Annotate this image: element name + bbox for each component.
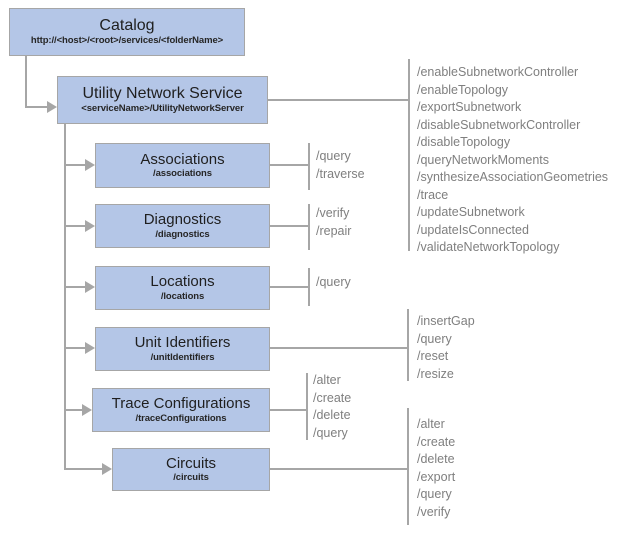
connector-unit-identifiers-to-operations bbox=[270, 347, 407, 349]
operation-item: /query bbox=[417, 331, 452, 346]
node-title: Associations bbox=[140, 150, 225, 168]
node-title: Diagnostics bbox=[143, 211, 222, 229]
connector-branch-locations bbox=[64, 286, 86, 288]
operation-item: /delete bbox=[417, 452, 455, 466]
node-title: Locations bbox=[150, 273, 215, 291]
operation-item: /disableTopology bbox=[417, 135, 511, 149]
node-title: Utility Network Service bbox=[82, 84, 243, 102]
operation-item: /delete bbox=[313, 408, 351, 422]
ops-divider-locations bbox=[308, 268, 310, 306]
operation-item: /query bbox=[417, 487, 452, 501]
node-associations: Associations /associations bbox=[95, 143, 270, 188]
operation-item: /enableSubnetworkController bbox=[417, 65, 579, 79]
operation-item: /enableTopology bbox=[417, 82, 509, 97]
operation-item: /alter bbox=[313, 373, 341, 387]
connector-trunk-vertical bbox=[64, 124, 66, 470]
operation-item: /updateSubnetwork bbox=[417, 205, 525, 219]
operation-item: /alter bbox=[417, 417, 445, 431]
node-title: Trace Configurations bbox=[111, 395, 251, 413]
operation-item: /exportSubnetwork bbox=[417, 100, 522, 114]
ops-list-utility-network-service: /enableSubnetworkController/enableTopolo… bbox=[417, 64, 608, 257]
connector-locations-to-operations bbox=[270, 286, 308, 288]
operation-item: /create bbox=[313, 390, 352, 405]
connector-trace-configurations-to-operations bbox=[270, 409, 306, 411]
connector-branch-diagnostics bbox=[64, 225, 86, 227]
node-subtitle: /traceConfigurations bbox=[135, 412, 227, 424]
operation-item: /trace bbox=[417, 187, 449, 202]
operation-item: /verify bbox=[316, 206, 350, 220]
operation-item: /repair bbox=[316, 223, 352, 238]
ops-list-diagnostics: /verify/repair bbox=[316, 205, 351, 240]
operation-item: /traverse bbox=[316, 166, 365, 181]
operation-item: /resize bbox=[417, 366, 454, 381]
operation-item: /queryNetworkMoments bbox=[417, 152, 549, 167]
node-title: Circuits bbox=[165, 454, 216, 472]
ops-list-circuits: /alter/create/delete/export/query/verify bbox=[417, 416, 455, 521]
node-trace-configurations: Trace Configurations /traceConfiguration… bbox=[92, 388, 270, 432]
ops-divider-circuits bbox=[407, 408, 409, 525]
ops-list-locations: /query bbox=[316, 274, 351, 292]
operation-item: /synthesizeAssociationGeometries bbox=[417, 170, 609, 184]
ops-divider-associations bbox=[308, 143, 310, 190]
ops-divider-unit-identifiers bbox=[407, 309, 409, 381]
arrowhead-to-diagnostics bbox=[85, 220, 95, 232]
operation-item: /query bbox=[316, 149, 351, 163]
node-utility-network-service: Utility Network Service <serviceName>/Ut… bbox=[57, 76, 268, 124]
connector-branch-trace-configurations bbox=[64, 409, 83, 411]
node-locations: Locations /locations bbox=[95, 266, 270, 310]
operation-item: /export bbox=[417, 469, 456, 484]
node-subtitle: http://<host>/<root>/services/<folderNam… bbox=[30, 35, 224, 47]
node-subtitle: /diagnostics bbox=[155, 228, 210, 240]
ops-divider-trace-configurations bbox=[306, 373, 308, 440]
node-subtitle: /associations bbox=[153, 168, 212, 180]
arrowhead-to-unit-identifiers bbox=[85, 342, 95, 354]
ops-divider-diagnostics bbox=[308, 204, 310, 250]
node-circuits: Circuits /circuits bbox=[112, 448, 270, 491]
node-title: Catalog bbox=[99, 16, 155, 34]
ops-list-unit-identifiers: /insertGap/query/reset/resize bbox=[417, 313, 475, 383]
operation-item: /disableSubnetworkController bbox=[417, 117, 581, 132]
connector-uns-to-operations bbox=[268, 99, 408, 101]
node-subtitle: /locations bbox=[160, 290, 205, 302]
connector-diagnostics-to-operations bbox=[270, 225, 308, 227]
connector-branch-unit-identifiers bbox=[64, 347, 86, 349]
operation-item: /query bbox=[313, 425, 348, 440]
node-title: Unit Identifiers bbox=[134, 334, 231, 352]
operation-item: /verify bbox=[417, 504, 451, 519]
arrowhead-to-locations bbox=[85, 281, 95, 293]
operation-item: /updateIsConnected bbox=[417, 222, 529, 237]
operation-item: /validateNetworkTopology bbox=[417, 240, 560, 254]
connector-associations-to-operations bbox=[270, 164, 308, 166]
connector-branch-circuits bbox=[64, 468, 103, 470]
arrowhead-to-associations bbox=[85, 159, 95, 171]
ops-divider-utility-network-service bbox=[408, 59, 410, 251]
arrowhead-to-circuits bbox=[102, 463, 112, 475]
node-diagnostics: Diagnostics /diagnostics bbox=[95, 204, 270, 248]
node-subtitle: <serviceName>/UtilityNetworkServer bbox=[81, 103, 244, 115]
node-catalog: Catalog http://<host>/<root>/services/<f… bbox=[9, 8, 245, 56]
ops-list-associations: /query/traverse bbox=[316, 148, 365, 183]
connector-catalog-drop-horizontal bbox=[25, 106, 48, 108]
arrowhead-to-utility-network-service bbox=[47, 101, 57, 113]
connector-catalog-drop-vertical bbox=[25, 56, 27, 108]
operation-item: /reset bbox=[417, 349, 449, 363]
operation-item: /create bbox=[417, 434, 456, 449]
node-subtitle: /circuits bbox=[173, 472, 209, 484]
connector-branch-associations bbox=[64, 164, 86, 166]
node-subtitle: /unitIdentifiers bbox=[150, 351, 215, 363]
operation-item: /insertGap bbox=[417, 314, 475, 328]
connector-circuits-to-operations bbox=[270, 468, 407, 470]
node-unit-identifiers: Unit Identifiers /unitIdentifiers bbox=[95, 327, 270, 371]
arrowhead-to-trace-configurations bbox=[82, 404, 92, 416]
operation-item: /query bbox=[316, 275, 351, 289]
ops-list-trace-configurations: /alter/create/delete/query bbox=[313, 372, 351, 442]
